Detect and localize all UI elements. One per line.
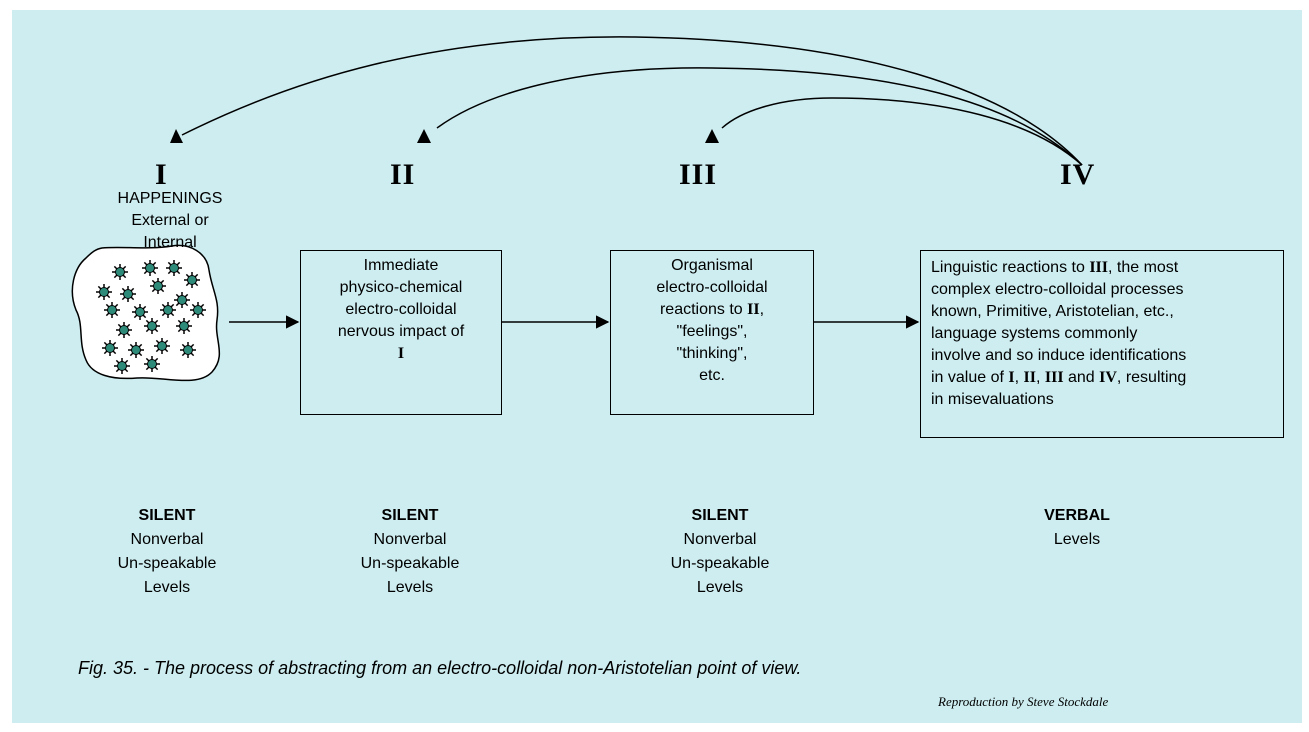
diagram-canvas: I II III IV HAPPENINGS External or Inter… [12,10,1302,723]
stage-numeral-i: I [155,158,168,191]
stage-iii-line: "feelings", [676,323,748,340]
level-heading: SILENT [691,507,749,524]
diagram-connectors [71,36,1083,382]
reproduction-credit: Reproduction by Steve Stockdale [938,694,1109,709]
stage-numeral-iv: IV [1060,158,1096,191]
stage-iv-text: , the most [1108,259,1179,276]
stage-iv-text: in value of [931,369,1009,386]
happenings-label: HAPPENINGS External or Internal [90,188,250,254]
particle-icon [190,302,206,318]
stage-iv-line: language systems commonly [931,325,1138,342]
particle-icon [132,304,148,320]
particle-icon [144,318,160,334]
stage-iv-box: Linguistic reactions to III, the most co… [920,250,1284,438]
particle-icon [144,356,160,372]
happenings-title: HAPPENINGS [117,190,223,207]
arrowhead-to-ii [417,129,431,143]
stage-iii-line: "thinking", [676,345,748,362]
stage-iii-box: Organismal electro-colloidal reactions t… [610,250,814,415]
level-line: Nonverbal [373,531,447,548]
level-line: Un-speakable [360,555,460,572]
stage-iii-text: , [759,301,765,318]
particle-icon [102,340,118,356]
stage-iv-line: complex electro-colloidal processes [931,281,1184,298]
stage-numeral-ii: II [390,158,416,191]
level-heading: SILENT [138,507,196,524]
particle-icon [176,318,192,334]
particle-icon [174,292,190,308]
particle-icon [184,272,200,288]
stage-iv-text: , resulting [1116,369,1187,386]
level-heading: VERBAL [1044,507,1110,524]
particle-icon [142,260,158,276]
stage-iv-line: known, Primitive, Aristotelian, etc., [931,303,1174,320]
level-line: Un-speakable [670,555,770,572]
level-line: Nonverbal [683,531,757,548]
stage-iii-line: etc. [699,367,725,384]
level-line: Levels [1053,531,1101,548]
particle-icon [112,264,128,280]
happenings-particles [96,260,206,374]
stage-iii-text: reactions to [659,301,748,318]
level-label-iv: VERBAL Levels [1017,504,1137,552]
arrowhead-to-iii [705,129,719,143]
level-line: Levels [386,579,434,596]
stage-iv-ref: III [1044,369,1064,386]
stage-iv-line: in value of I, II, III and IV, resulting [931,367,1273,389]
particle-icon [116,322,132,338]
stage-iv-ref: II [1023,369,1036,386]
stage-iv-line: Linguistic reactions to III, the most [931,257,1273,279]
stage-iv-text: Linguistic reactions to [931,259,1090,276]
level-label-iii: SILENT Nonverbal Un-speakable Levels [650,504,790,600]
feedback-arc-to-i [181,36,1083,166]
stage-iii-line: reactions to II, [611,299,813,321]
feedback-arc-to-iii [721,97,1083,166]
stage-iv-line: involve and so induce identifications [931,347,1187,364]
stage-iii-line: Organismal [671,257,753,274]
stage-iv-ref: I [1008,369,1015,386]
particle-icon [166,260,182,276]
stage-ii-box: Immediate physico-chemical electro-collo… [300,250,502,415]
level-label-ii: SILENT Nonverbal Un-speakable Levels [340,504,480,600]
feedback-arc-to-ii [436,67,1083,166]
stage-ii-line: Immediate [363,257,439,274]
particle-icon [160,302,176,318]
level-line: Levels [143,579,191,596]
particle-icon [180,342,196,358]
arrowhead-to-i [170,129,183,143]
stage-iv-line: in misevaluations [931,391,1054,408]
particle-icon [120,286,136,302]
particle-icon [154,338,170,354]
level-line: Nonverbal [130,531,204,548]
stage-ii-line: physico-chemical [339,279,463,296]
particle-icon [96,284,112,300]
happenings-sub1: External or [131,212,209,229]
particle-icon [114,358,130,374]
level-line: Levels [696,579,744,596]
stage-ii-ref: I [397,345,405,362]
level-label-i: SILENT Nonverbal Un-speakable Levels [97,504,237,600]
stage-iv-text: and [1063,369,1100,386]
figure-caption: Fig. 35. - The process of abstracting fr… [78,658,802,678]
stage-iv-text: , [1014,369,1024,386]
stage-iv-ref: IV [1099,369,1117,386]
stage-iii-line: electro-colloidal [656,279,768,296]
stage-iv-text: , [1035,369,1045,386]
particle-icon [150,278,166,294]
level-heading: SILENT [381,507,439,524]
particle-icon [104,302,120,318]
stage-numeral-iii: III [679,158,718,191]
stage-iv-ref: III [1089,259,1108,276]
particle-icon [128,342,144,358]
happenings-sub2: Internal [143,234,197,251]
level-line: Un-speakable [117,555,217,572]
stage-ii-line: nervous impact of [337,323,465,340]
stage-iii-ref: II [747,301,760,318]
stage-ii-line: electro-colloidal [345,301,457,318]
